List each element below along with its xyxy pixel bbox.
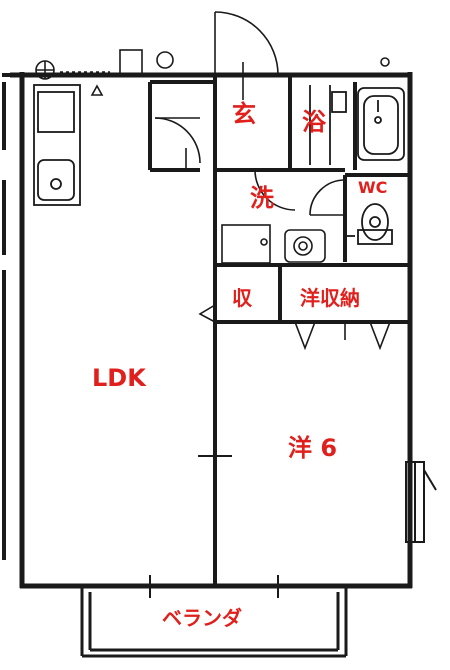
interior-walls: [148, 75, 410, 586]
left-edge-walls: [2, 73, 20, 560]
room-label-genkan: 玄: [232, 100, 256, 128]
room-label-western-6: 洋 6: [288, 434, 338, 462]
room-label-storage: 収: [232, 286, 252, 310]
toilet: [345, 203, 393, 245]
kitchen-counter: [33, 84, 81, 206]
room-label-western-closet: 洋収納: [300, 286, 360, 310]
room-label-bath: 浴: [302, 108, 326, 136]
room-label-balcony: ベランダ: [162, 606, 242, 630]
room-label-wc: WC: [358, 178, 388, 197]
door-swings: [154, 11, 346, 216]
entrance-details: [35, 49, 390, 96]
bathtub: [309, 85, 405, 165]
room-label-washroom: 洗: [250, 184, 274, 212]
washroom-fixtures: [221, 224, 326, 264]
closet-doors: [198, 304, 391, 351]
window-right: [405, 461, 437, 543]
outer-walls: [10, 72, 413, 589]
room-label-ldk: LDK: [92, 364, 146, 392]
balcony: [80, 586, 348, 658]
sliding-door-marks: [130, 455, 298, 598]
